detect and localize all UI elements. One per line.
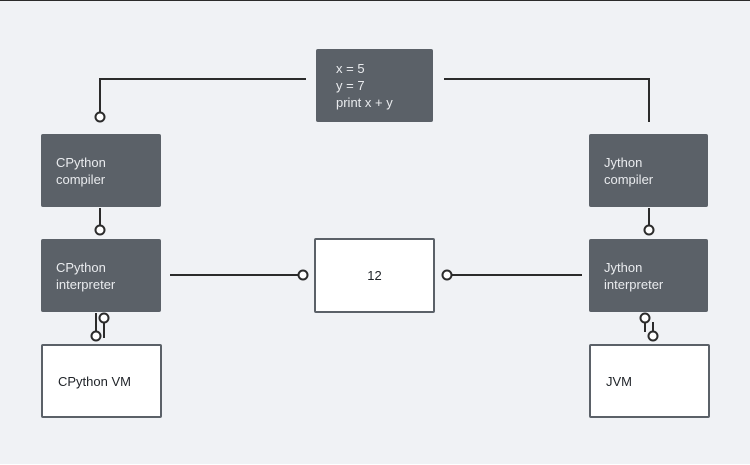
- connector-end-dot: [94, 224, 106, 236]
- jvm-box: JVM: [589, 344, 710, 418]
- connector-code-to-jython-compiler: [444, 78, 650, 122]
- jython-interpreter-label: Jython interpreter: [604, 259, 664, 292]
- result-label: 12: [367, 268, 382, 283]
- connector-end-dot: [90, 330, 102, 342]
- cpython-vm-label: CPython VM: [58, 373, 131, 389]
- jython-compiler-box: Jython compiler: [589, 134, 708, 207]
- connector-end-dot: [639, 312, 651, 324]
- jvm-label: JVM: [606, 373, 632, 389]
- cpython-compiler-box: CPython compiler: [41, 134, 161, 207]
- source-code-box: x = 5 y = 7 print x + y: [316, 49, 433, 122]
- connector-end-dot: [297, 269, 309, 281]
- cpython-vm-box: CPython VM: [41, 344, 162, 418]
- jython-interpreter-box: Jython interpreter: [589, 239, 708, 312]
- connector-end-dot: [94, 111, 106, 123]
- connector-end-dot: [98, 312, 110, 324]
- cpython-interpreter-label: CPython interpreter: [56, 259, 116, 292]
- jython-compiler-label: Jython compiler: [604, 154, 654, 187]
- cpython-compiler-label: CPython compiler: [56, 154, 106, 187]
- cpython-interpreter-box: CPython interpreter: [41, 239, 161, 312]
- result-box: 12: [314, 238, 435, 313]
- connector-end-dot: [441, 269, 453, 281]
- connector-code-to-cpython-compiler: [99, 78, 306, 112]
- connector-end-dot: [643, 224, 655, 236]
- source-code-text: x = 5 y = 7 print x + y: [336, 61, 393, 110]
- connector-end-dot: [647, 330, 659, 342]
